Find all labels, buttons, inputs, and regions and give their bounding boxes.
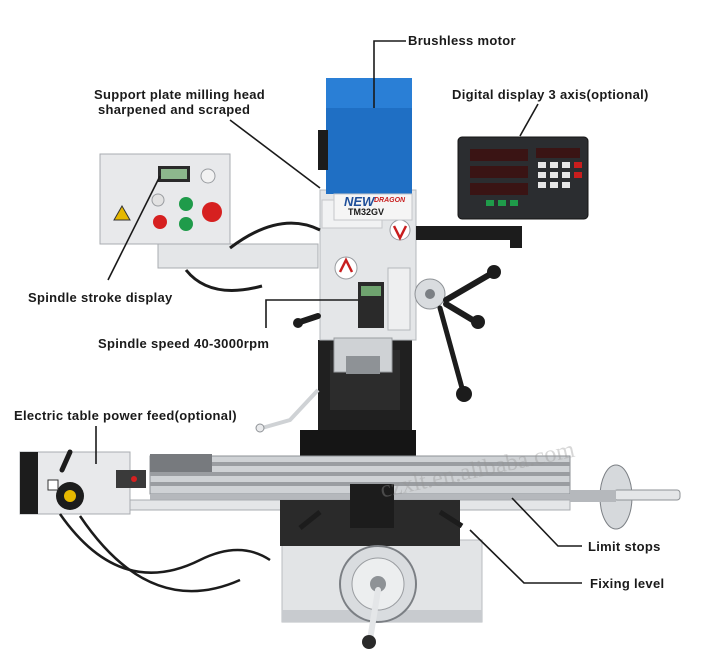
label-fixing-level: Fixing level — [590, 576, 665, 591]
leader-digital-display — [519, 103, 539, 137]
model-plate — [333, 193, 413, 221]
control-box — [99, 153, 321, 292]
brand-plate-text: NEW DRAGON TM32GV — [344, 194, 412, 220]
x-axis-handwheel — [570, 464, 681, 530]
label-spindle-stroke: Spindle stroke display — [28, 290, 173, 305]
brand-logo-text: NEW — [344, 194, 375, 209]
label-spindle-speed: Spindle speed 40-3000rpm — [98, 336, 270, 351]
leader-spindle-stroke — [107, 175, 161, 281]
power-feed-unit — [19, 449, 271, 593]
label-digital-display: Digital display 3 axis(optional) — [452, 87, 649, 102]
leader-brushless-motor — [373, 40, 406, 108]
leader-support-plate — [229, 119, 321, 189]
brushless-motor — [318, 78, 412, 194]
work-table — [129, 455, 571, 546]
label-support-plate-line1: Support plate milling head — [94, 87, 266, 102]
y-axis-handwheel — [339, 545, 417, 649]
leader-lines — [95, 40, 582, 584]
label-limit-stops: Limit stops — [588, 539, 661, 554]
label-table-power-feed: Electric table power feed(optional) — [14, 408, 237, 423]
digital-readout — [416, 136, 589, 248]
label-brushless-motor: Brushless motor — [408, 33, 516, 48]
leader-fixing-level — [469, 529, 582, 584]
leader-spindle-speed — [265, 299, 358, 328]
brand-sub-text: DRAGON — [374, 197, 406, 204]
leader-limit-stops — [511, 497, 582, 547]
model-number: TM32GV — [348, 207, 385, 217]
label-support-plate-line2: sharpened and scraped — [98, 102, 251, 117]
